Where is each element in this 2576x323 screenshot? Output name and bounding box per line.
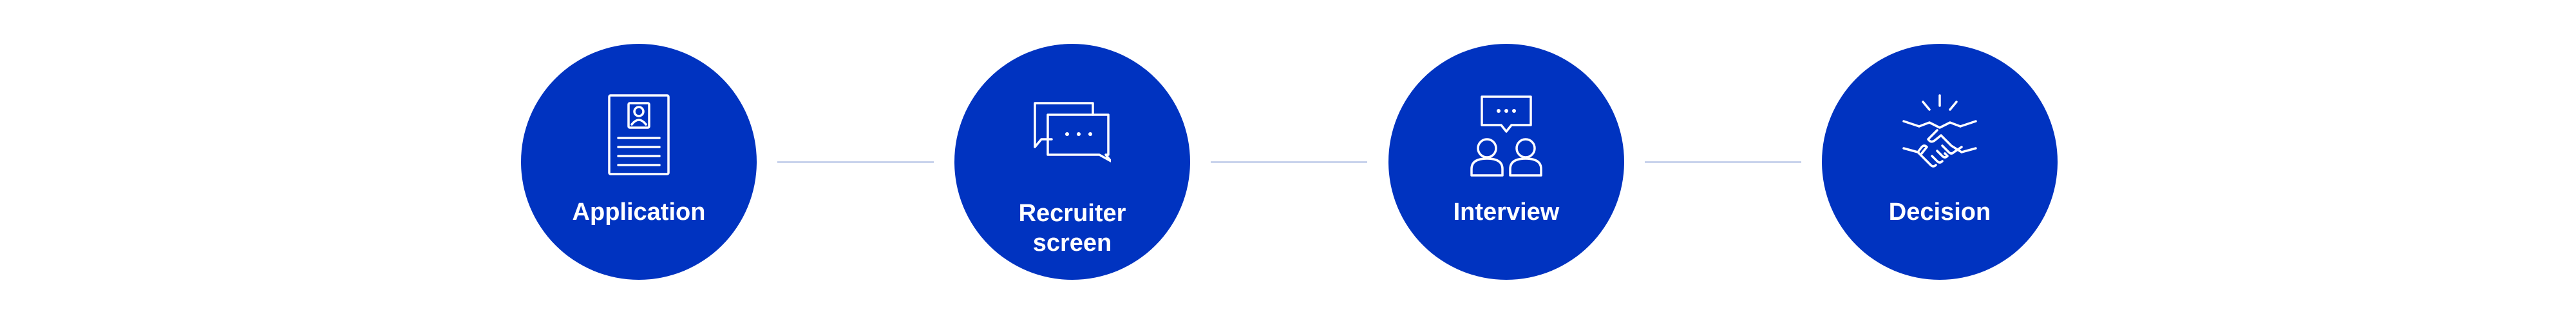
step-recruiter-screen: Recruiter screen	[954, 44, 1190, 280]
people-conversation-icon	[1468, 89, 1545, 179]
step-interview: Interview	[1388, 44, 1624, 280]
step-label: Decision	[1888, 199, 1991, 226]
connector-line	[777, 161, 934, 163]
connector-line	[1211, 161, 1367, 163]
handshake-icon	[1901, 89, 1978, 179]
connector-line	[1645, 161, 1801, 163]
step-application: Application	[521, 44, 757, 280]
step-label: Recruiter screen	[1018, 200, 1126, 257]
chat-bubbles-icon	[1034, 89, 1111, 179]
step-label: Application	[572, 199, 706, 226]
step-decision: Decision	[1822, 44, 2058, 280]
resume-document-icon	[600, 89, 677, 179]
step-label: Interview	[1453, 199, 1560, 226]
